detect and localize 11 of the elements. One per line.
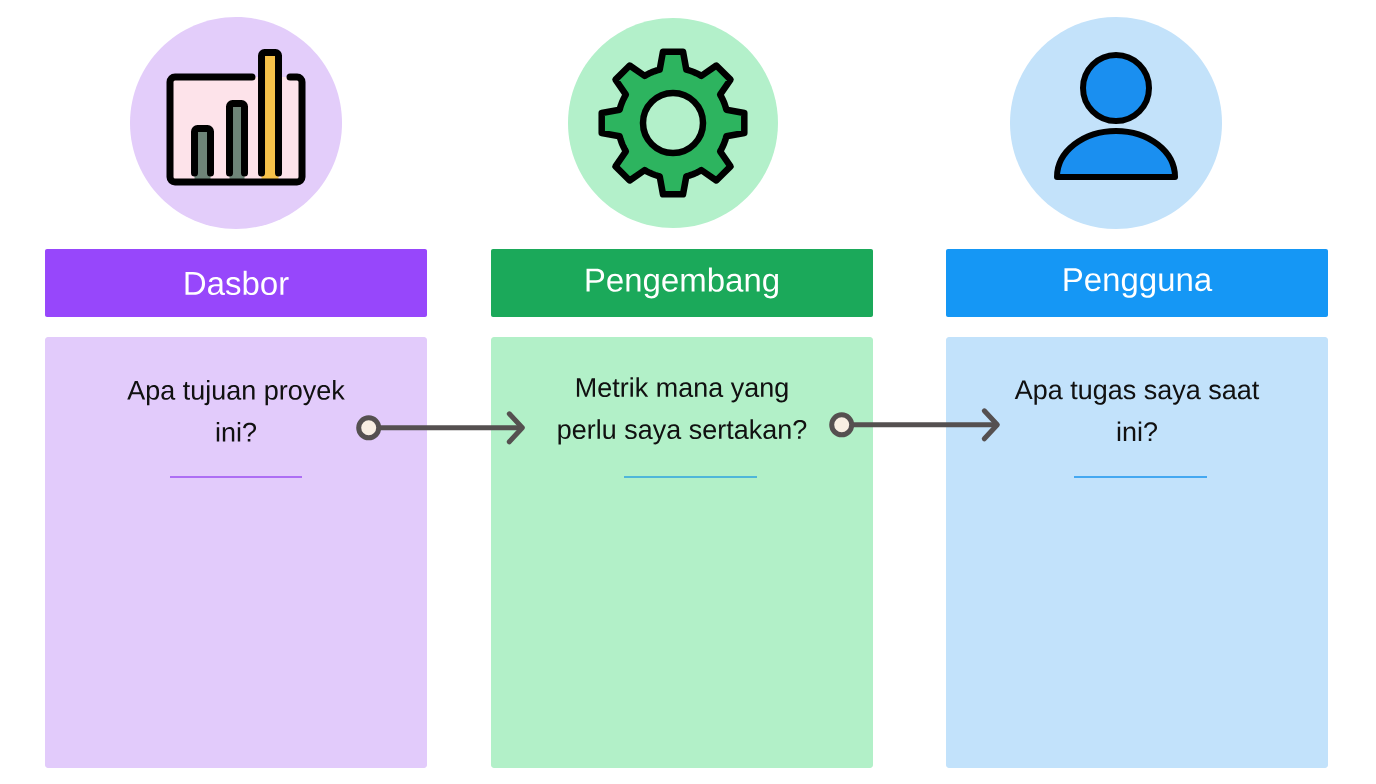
header-bar: Dasbor (45, 249, 427, 317)
column-panel (491, 337, 873, 768)
header-bar: Pengguna (946, 249, 1328, 317)
header-bar: Pengembang (491, 249, 873, 317)
arrow (829, 408, 1000, 442)
question-text: Metrik mana yang perlu saya sertakan? (558, 377, 807, 445)
column-panel (45, 337, 427, 768)
column-panel (946, 337, 1328, 768)
question-text: Apa tugas saya saat ini? (1014, 380, 1260, 442)
question-text: Apa tujuan proyek ini? (127, 380, 345, 442)
arrow (356, 411, 525, 445)
